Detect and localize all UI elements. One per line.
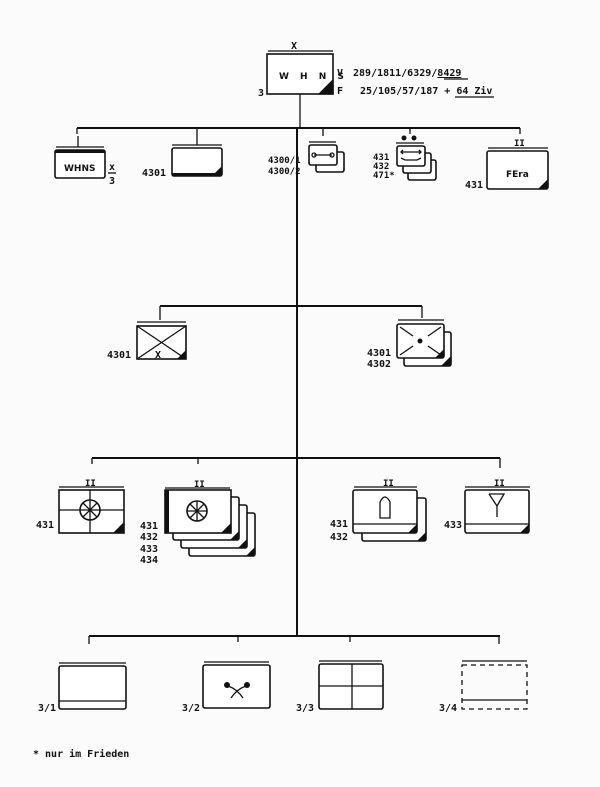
corner-mark: [538, 179, 548, 189]
unit-4301-cross: X 4301: [107, 321, 187, 361]
bridge-icon-end: [311, 152, 317, 158]
unit-number: 3/4: [439, 703, 457, 714]
corner-mark: [520, 524, 529, 533]
size-marker: II: [383, 479, 394, 489]
corner-mark: [221, 523, 231, 533]
arrow: [418, 149, 422, 155]
unit-number: 3/3: [296, 703, 314, 714]
unit-number: 4300/1: [268, 156, 301, 166]
footnote: * nur im Frieden: [33, 749, 130, 760]
size-marker: II: [514, 139, 525, 149]
unit-number: 3/2: [182, 703, 200, 714]
wrench-icon: [400, 157, 422, 161]
strength-v: 289/1811/6329/8429: [353, 68, 461, 79]
unit-number: 4300/2: [268, 167, 301, 177]
corner-mark: [317, 78, 334, 95]
corner-mark: [177, 350, 186, 359]
diagonal: [399, 345, 414, 356]
unit-name: WHNS: [64, 164, 95, 174]
unit-number: 431: [465, 180, 483, 191]
unit-431-wheel: II 431: [36, 479, 125, 534]
unit-box: [396, 145, 426, 167]
bottom-band: [172, 173, 222, 176]
unit-number: 433: [140, 544, 158, 555]
unit-whns-staff: WHNS x 3: [54, 136, 116, 187]
v-label: V: [337, 68, 343, 79]
corner-mark: [113, 522, 124, 533]
unit-number: 4301: [142, 168, 166, 179]
bridge-icon-end: [329, 152, 335, 158]
unit-number: 432: [373, 162, 389, 172]
unit-name: W H N S: [279, 72, 348, 82]
strength-f: 25/105/57/187 + 64 Ziv: [360, 85, 492, 97]
dot: [417, 338, 423, 344]
unit-3-1: 3/1: [38, 662, 127, 714]
fraction-bottom: 3: [109, 176, 115, 187]
unit-4301-hq: 4301: [142, 136, 223, 179]
diagonal: [427, 345, 442, 356]
unit-number: 3/1: [38, 703, 56, 714]
unit-431-434-wheel: II 431 432 433 434: [140, 480, 256, 566]
left-band: [165, 490, 169, 533]
unit-433-antenna: II 433: [444, 479, 530, 534]
unit-fera: II FEra 431: [465, 139, 549, 191]
unit-box: [486, 150, 549, 190]
unit-number: 471*: [373, 171, 395, 181]
unit-maintenance: 431 432 471*: [373, 135, 437, 181]
diagonal: [427, 326, 442, 337]
corner-mark: [408, 524, 417, 533]
corner-mark: [212, 166, 222, 176]
corner-mark: [441, 356, 451, 366]
unit-3-4: 3/4: [439, 660, 528, 714]
unit-number: 432: [140, 532, 158, 543]
top-band: [55, 150, 105, 153]
size-marker-x: X: [291, 41, 297, 52]
unit-3-3: 3/3: [296, 660, 384, 714]
top-unit: X W H N S 3 V F 289/1811/6329/8429 25/10…: [258, 41, 494, 128]
unit-box: [202, 664, 271, 709]
unit-box: [58, 665, 127, 710]
dot-marker: [401, 135, 407, 141]
unit-431-432-shell: II 431 432: [330, 479, 427, 543]
unit-4300-bridge: 4300/1 4300/2: [268, 141, 345, 177]
size-marker: II: [194, 480, 205, 490]
x-mark: X: [155, 350, 161, 361]
unit-number: 431: [373, 153, 389, 163]
size-marker: II: [494, 479, 505, 489]
unit-number: 3: [258, 88, 264, 99]
unit-number: 4301: [367, 348, 391, 359]
f-label: F: [337, 86, 343, 97]
size-marker: II: [85, 479, 96, 489]
unit-number: 4301: [107, 350, 131, 361]
unit-4301-4302-dot: 4301 4302: [367, 319, 452, 370]
unit-number: 433: [444, 520, 462, 531]
diagonal: [399, 326, 414, 337]
arrow: [400, 149, 404, 155]
unit-name: FEra: [506, 170, 529, 180]
corner-mark: [435, 349, 444, 358]
unit-box-dashed: [461, 664, 528, 710]
unit-box: [171, 147, 223, 177]
antenna-icon: [488, 493, 506, 508]
unit-3-2: 3/2: [182, 661, 271, 714]
unit-number: 431: [140, 521, 158, 532]
unit-box: [352, 489, 418, 534]
unit-number: 431: [36, 520, 54, 531]
unit-number: 434: [140, 555, 158, 566]
unit-number: 431: [330, 519, 348, 530]
diagonal: [136, 325, 187, 360]
unit-number: 432: [330, 532, 348, 543]
unit-number: 4302: [367, 359, 391, 370]
shell-icon: [379, 496, 391, 519]
dot-marker: [411, 135, 417, 141]
fraction-top: x: [109, 162, 115, 173]
